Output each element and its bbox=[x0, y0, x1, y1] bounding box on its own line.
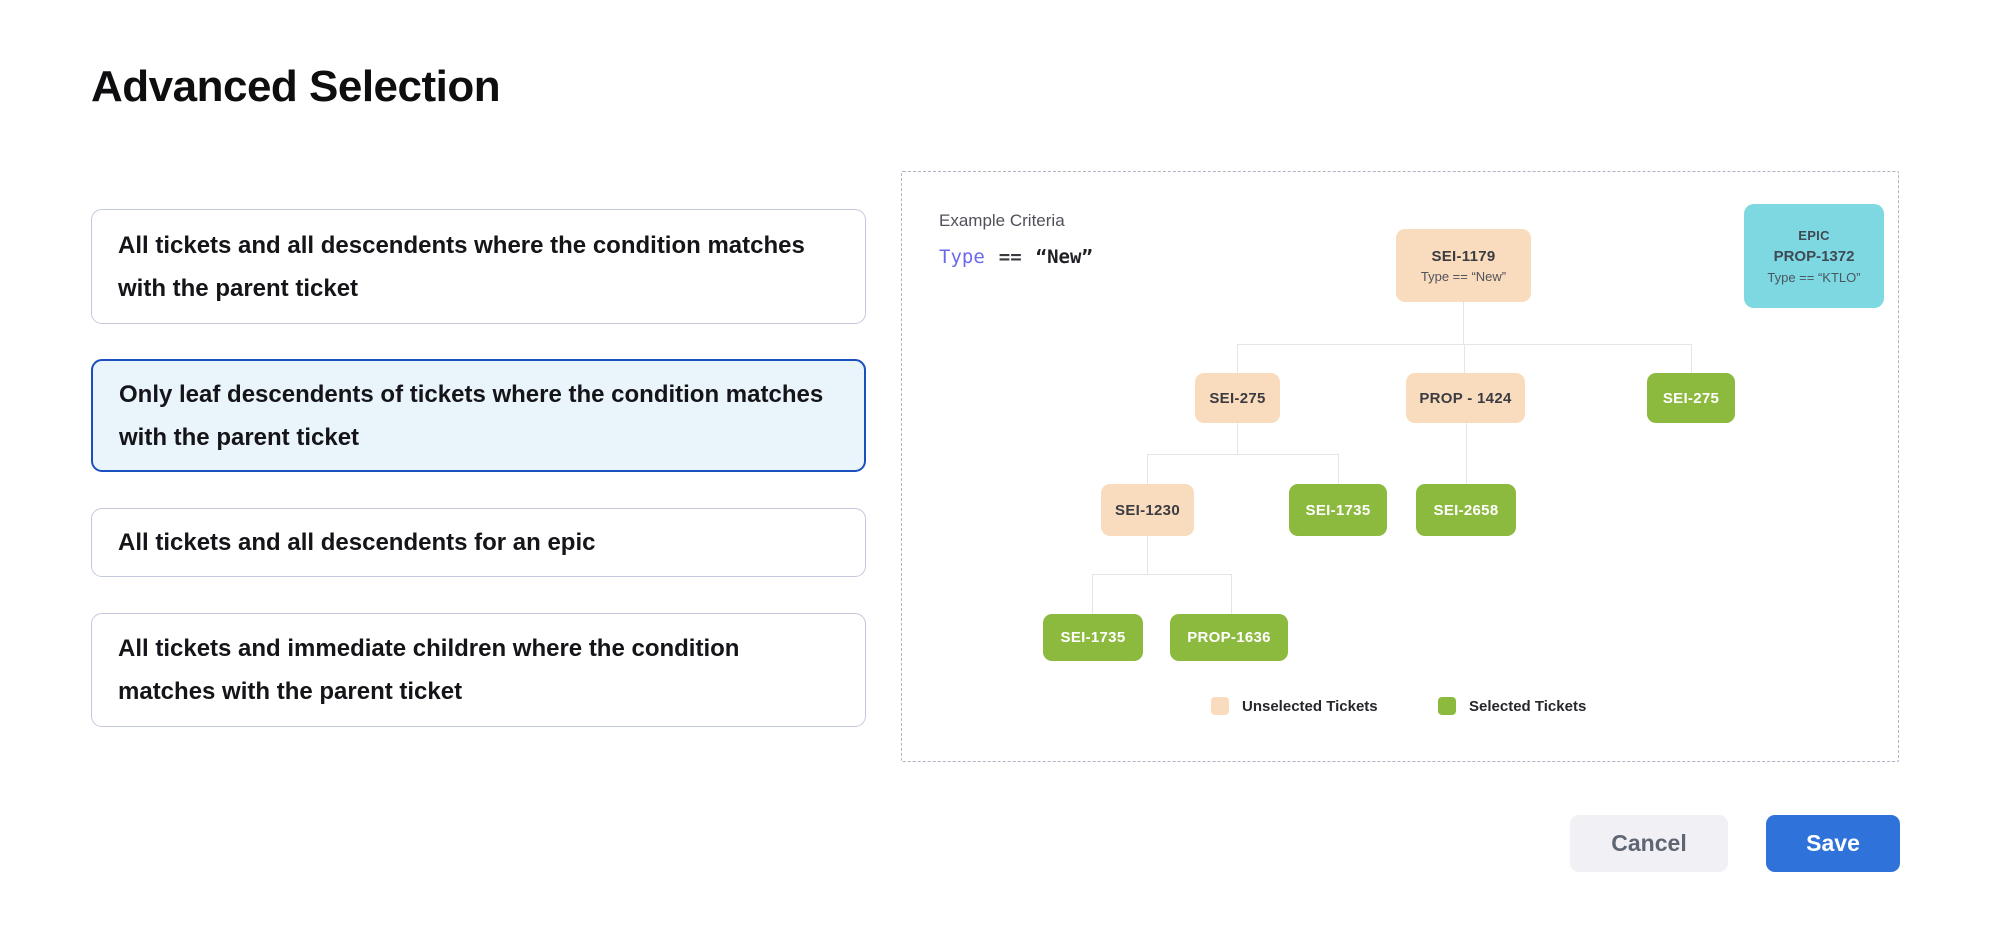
selected-ticket-swatch bbox=[1438, 697, 1456, 715]
criteria-value: “New” bbox=[1035, 246, 1093, 268]
ticket-id: SEI-275 bbox=[1209, 389, 1266, 407]
ticket-node: PROP - 1424 bbox=[1406, 373, 1525, 423]
ticket-id: SEI-1179 bbox=[1431, 247, 1496, 265]
tree-connector bbox=[1231, 574, 1232, 614]
tree-connector bbox=[1338, 454, 1339, 484]
tree-connector bbox=[1466, 423, 1467, 484]
ticket-id: PROP - 1424 bbox=[1419, 389, 1512, 407]
ticket-node: SEI-275 bbox=[1647, 373, 1735, 423]
ticket-node: SEI-1735 bbox=[1043, 614, 1143, 661]
ticket-id: PROP-1636 bbox=[1187, 629, 1271, 646]
option-label: All tickets and all descendents where th… bbox=[118, 231, 805, 302]
tree-connector bbox=[1092, 574, 1232, 575]
tree-connector bbox=[1463, 301, 1464, 344]
option-card-all-descendents[interactable]: All tickets and all descendents where th… bbox=[91, 209, 866, 324]
legend-label: Selected Tickets bbox=[1469, 697, 1587, 715]
option-card-immediate-children[interactable]: All tickets and immediate children where… bbox=[91, 613, 866, 727]
criteria-field: Type bbox=[939, 246, 985, 268]
ticket-node: PROP-1636 bbox=[1170, 614, 1288, 661]
tree-connector bbox=[1147, 454, 1148, 484]
ticket-id: SEI-1735 bbox=[1305, 501, 1371, 519]
legend-item-unselected: Unselected Tickets bbox=[1211, 697, 1378, 715]
tree-connector bbox=[1147, 454, 1339, 455]
tree-connector bbox=[1237, 344, 1238, 373]
ticket-id: SEI-275 bbox=[1662, 389, 1720, 407]
option-label: All tickets and all descendents for an e… bbox=[118, 529, 596, 556]
epic-condition: Type == “KTLO” bbox=[1767, 269, 1861, 285]
option-label: Only leaf descendents of tickets where t… bbox=[119, 380, 824, 451]
tree-connector bbox=[1691, 344, 1692, 373]
option-card-epic-descendents[interactable]: All tickets and all descendents for an e… bbox=[91, 508, 866, 577]
ticket-node: SEI-275 bbox=[1195, 373, 1280, 423]
ticket-condition: Type == “New” bbox=[1420, 268, 1507, 284]
ticket-node: SEI-1735 bbox=[1289, 484, 1387, 536]
example-criteria-code: Type == “New” bbox=[939, 246, 1093, 268]
ticket-id: SEI-1735 bbox=[1060, 629, 1126, 646]
example-diagram-panel: Example Criteria Type == “New” SEI-1179 Ty… bbox=[901, 171, 1899, 762]
tree-connector bbox=[1237, 423, 1238, 454]
epic-type-label: EPIC bbox=[1798, 227, 1830, 243]
ticket-node-root: SEI-1179 Type == “New” bbox=[1396, 229, 1531, 302]
page-title: Advanced Selection bbox=[91, 62, 501, 111]
epic-id: PROP-1372 bbox=[1773, 247, 1855, 265]
ticket-node: SEI-2658 bbox=[1416, 484, 1516, 536]
legend-label: Unselected Tickets bbox=[1242, 697, 1378, 715]
tree-connector bbox=[1147, 536, 1148, 574]
example-criteria-heading: Example Criteria bbox=[939, 211, 1065, 230]
tree-connector bbox=[1092, 574, 1093, 614]
unselected-ticket-swatch bbox=[1211, 697, 1229, 715]
criteria-operator: == bbox=[998, 246, 1022, 268]
option-card-leaf-descendents[interactable]: Only leaf descendents of tickets where t… bbox=[91, 359, 866, 472]
ticket-id: SEI-2658 bbox=[1433, 501, 1499, 519]
ticket-id: SEI-1230 bbox=[1115, 501, 1180, 519]
legend-item-selected: Selected Tickets bbox=[1438, 697, 1586, 715]
cancel-button[interactable]: Cancel bbox=[1570, 815, 1728, 872]
save-button[interactable]: Save bbox=[1766, 815, 1900, 872]
tree-connector bbox=[1464, 344, 1465, 373]
epic-card: EPIC PROP-1372 Type == “KTLO” bbox=[1744, 204, 1884, 308]
option-label: All tickets and immediate children where… bbox=[118, 635, 740, 705]
ticket-node: SEI-1230 bbox=[1101, 484, 1194, 536]
